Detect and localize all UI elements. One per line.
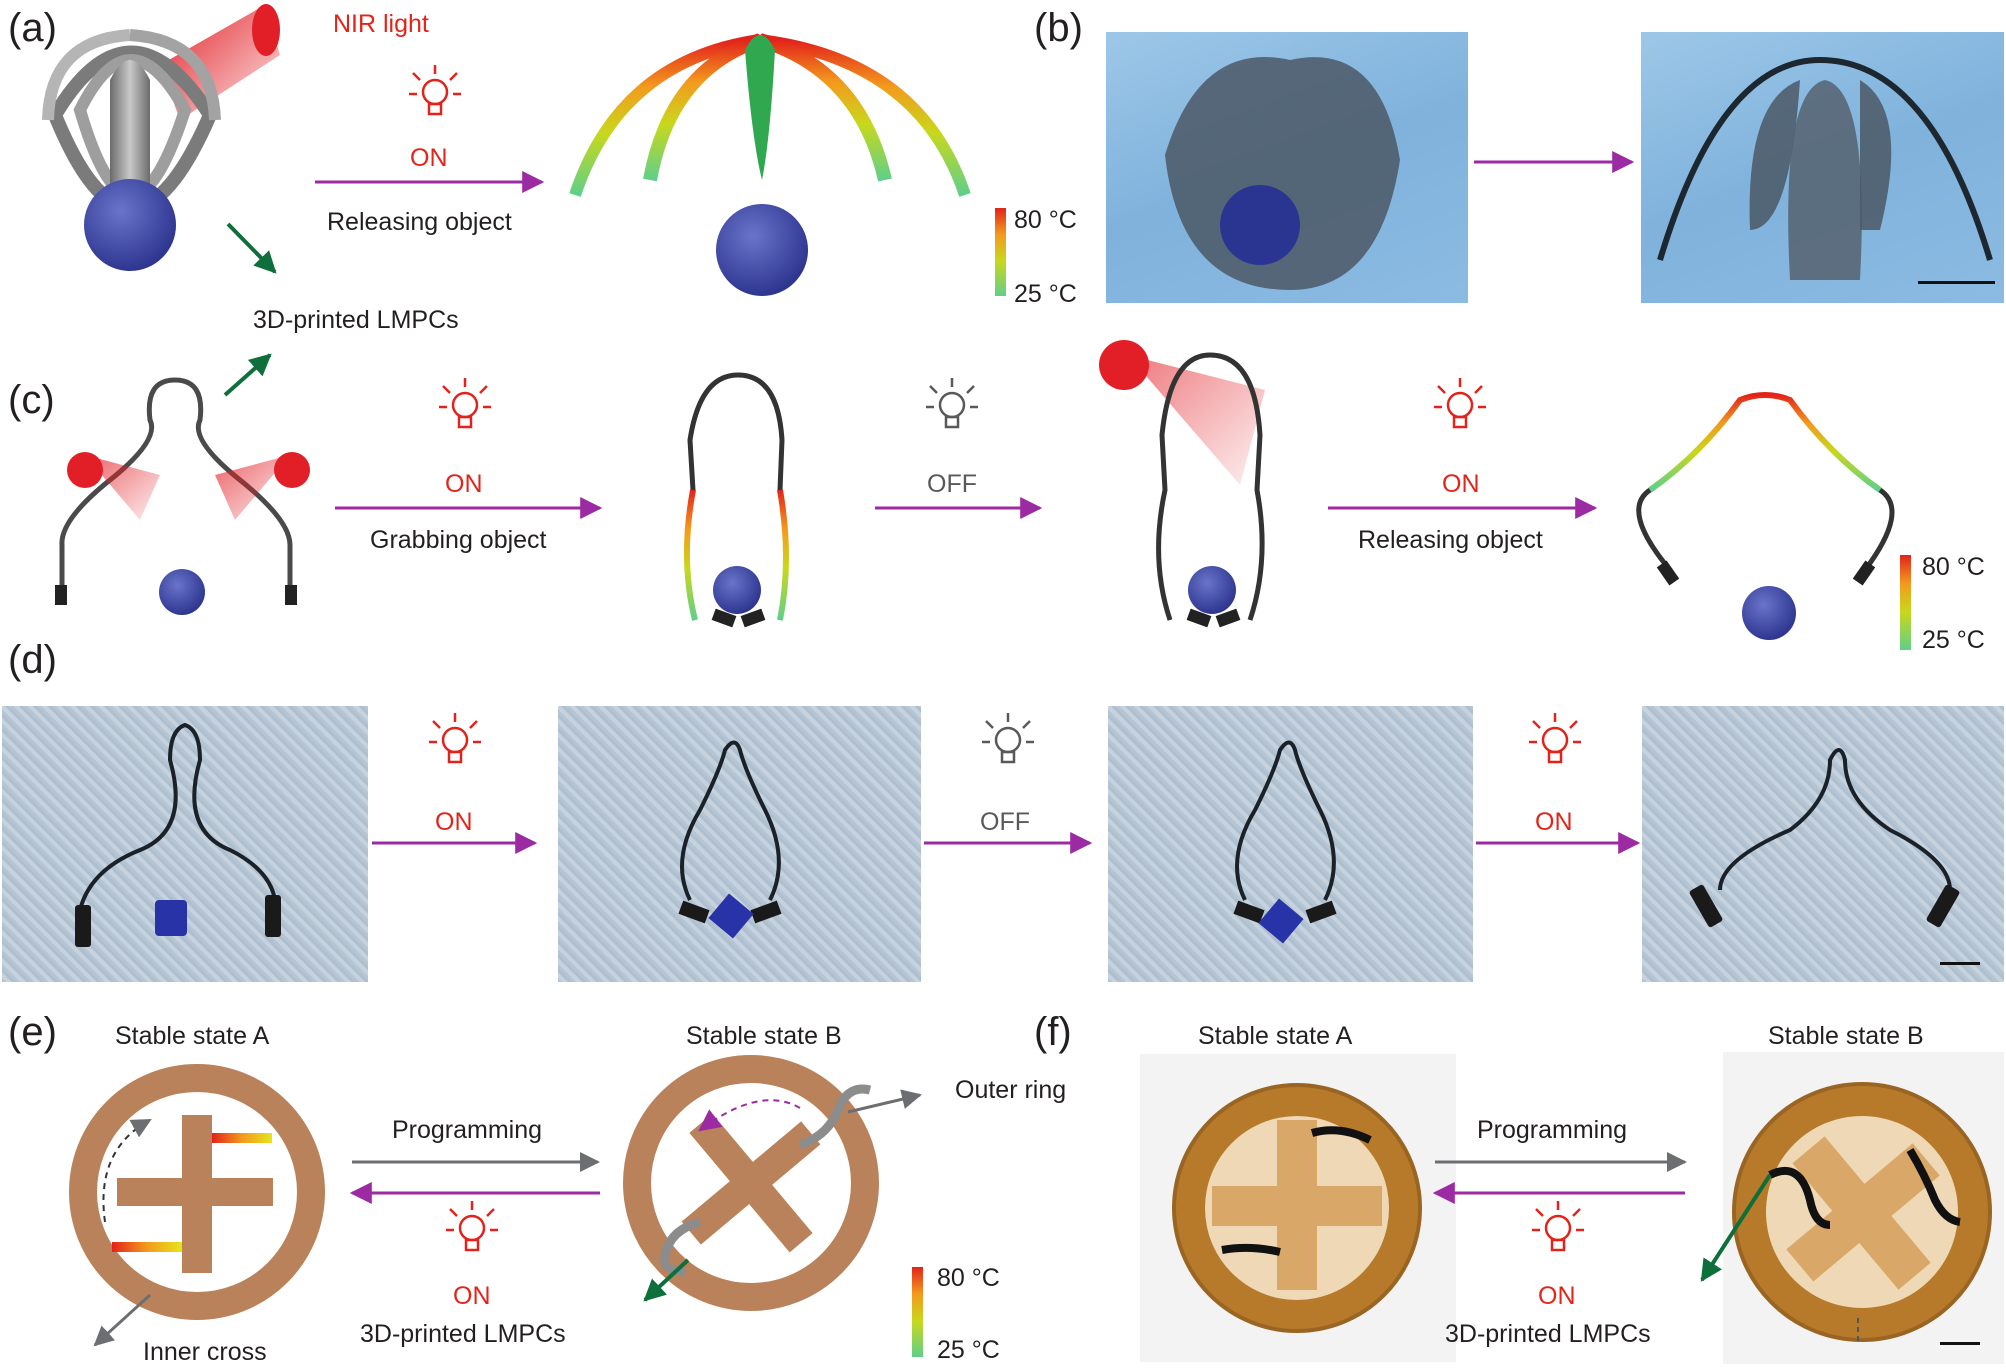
arrow-green-c — [223, 353, 272, 397]
gripper-c-released — [1636, 392, 1895, 640]
ball-c-1 — [159, 569, 205, 615]
nir-source-c-top — [1099, 340, 1149, 390]
f-state-a: Stable state A — [1198, 1022, 1353, 1050]
panel-c-schematic — [55, 353, 310, 615]
ball-c-2 — [713, 566, 761, 614]
e-state-b: Stable state B — [686, 1022, 842, 1050]
photo-d-grippers — [78, 722, 1952, 911]
f-state-b: Stable state B — [1768, 1022, 1924, 1050]
colorbar-c — [1900, 555, 1911, 650]
bulb-icon-on-e — [446, 1201, 498, 1252]
panel-label-f: (f) — [1034, 1010, 1072, 1054]
a-printed-label: 3D-printed LMPCs — [253, 306, 459, 334]
gripper-c-holding — [1099, 340, 1265, 628]
photo-d-step4 — [1642, 706, 2004, 982]
opened-gripper-heatmap — [569, 33, 971, 296]
nir-source-a — [252, 4, 280, 56]
arrow-green-f — [1700, 1173, 1772, 1282]
arrow-outer-ring — [847, 1089, 922, 1114]
c-colorbar-low: 25 °C — [1922, 626, 1985, 654]
bulb-icon-off-c — [926, 378, 978, 429]
f-on-label: ON — [1538, 1282, 1576, 1310]
scalebar-d — [1940, 962, 1980, 965]
c-off-label: OFF — [927, 470, 977, 498]
e-colorbar-high: 80 °C — [937, 1264, 1000, 1292]
nir-light-label: NIR light — [333, 10, 429, 38]
photo-d-tips — [75, 884, 1960, 947]
e-programming: Programming — [392, 1116, 543, 1144]
panel-label-d: (d) — [8, 638, 57, 682]
gripper-c-grabbing — [684, 372, 789, 628]
bulb-icon-on-d2 — [1529, 713, 1581, 764]
a-on-label: ON — [410, 144, 448, 172]
ring-state-a — [69, 1064, 325, 1347]
nir-source-c-left — [67, 452, 103, 488]
e-colorbar-low: 25 °C — [937, 1336, 1000, 1364]
panel-a-schematic — [42, 4, 1006, 296]
bulb-icon-on-d1 — [429, 713, 481, 764]
spherical-gripper — [42, 29, 221, 271]
ball-a-held — [84, 179, 176, 271]
a-action-label: Releasing object — [327, 208, 512, 236]
e-on-label: ON — [453, 1282, 491, 1310]
panel-label-e: (e) — [8, 1010, 57, 1054]
arrow-green-e — [643, 1258, 690, 1302]
f-programming: Programming — [1477, 1116, 1628, 1144]
d-off-label: OFF — [980, 808, 1030, 836]
colorbar-a — [995, 208, 1006, 296]
c-release-label: Releasing object — [1358, 526, 1543, 554]
panel-label-a: (a) — [8, 6, 57, 50]
photo-ring-state-b — [1700, 1082, 1992, 1345]
d-on-label-2: ON — [1535, 808, 1573, 836]
e-inner-cross: Inner cross — [143, 1338, 267, 1366]
photo-d-step1 — [2, 706, 368, 982]
photo-d-objects — [155, 893, 1304, 944]
arrow-green-a — [226, 222, 277, 274]
ring-state-b — [623, 1055, 922, 1311]
c-grab-label: Grabbing object — [370, 526, 547, 554]
panel-label-b: (b) — [1034, 6, 1083, 50]
bulb-icon-on-c1 — [439, 378, 491, 429]
panel-label-c: (c) — [8, 378, 55, 422]
gripper-photo-closed — [1165, 57, 1400, 290]
c-on-label-1: ON — [445, 470, 483, 498]
c-colorbar-high: 80 °C — [1922, 553, 1985, 581]
ball-a-released — [716, 204, 808, 296]
e-outer-ring: Outer ring — [955, 1076, 1067, 1104]
e-printed-label: 3D-printed LMPCs — [360, 1320, 566, 1348]
e-state-a: Stable state A — [115, 1022, 270, 1050]
colorbar-e — [912, 1267, 923, 1357]
a-colorbar-high: 80 °C — [1014, 206, 1077, 234]
ball-c-4 — [1742, 586, 1796, 640]
gripper-photo-open — [1657, 56, 1993, 280]
a-colorbar-low: 25 °C — [1014, 280, 1077, 308]
bulb-icon-on-c2 — [1434, 378, 1486, 429]
arrow-inner-cross — [93, 1293, 152, 1347]
d-on-label-1: ON — [435, 808, 473, 836]
photo-d-step3 — [1108, 706, 1473, 982]
ball-c-3 — [1188, 566, 1236, 614]
c-on-label-2: ON — [1442, 470, 1480, 498]
scalebar-f — [1940, 1342, 1980, 1345]
f-printed-label: 3D-printed LMPCs — [1445, 1320, 1651, 1348]
nir-source-c-right — [274, 452, 310, 488]
bulb-icon-on-a — [409, 65, 461, 116]
scalebar-b — [1918, 281, 1995, 284]
bulb-icon-on-f — [1532, 1201, 1584, 1252]
photo-ring-state-a — [1172, 1083, 1422, 1333]
bulb-icon-off-d — [982, 713, 1034, 764]
